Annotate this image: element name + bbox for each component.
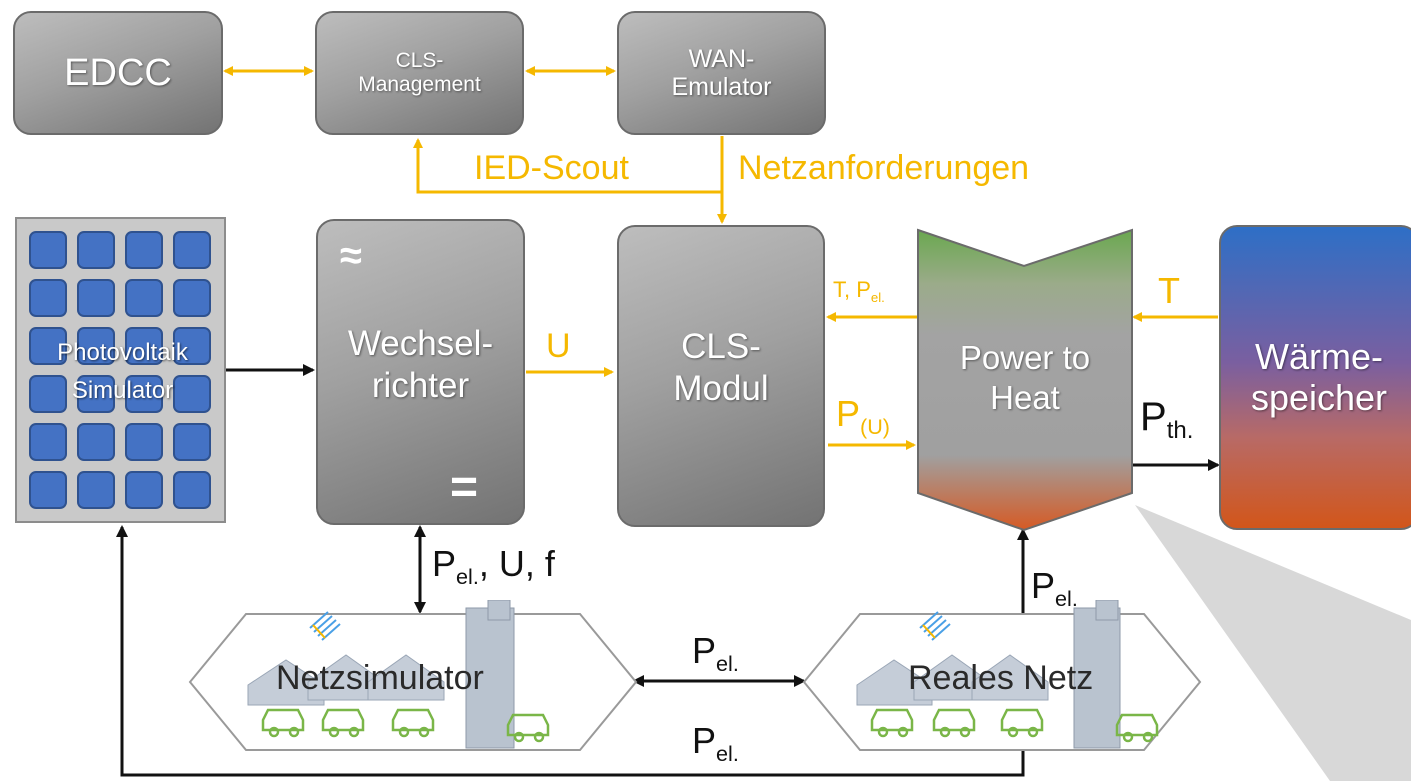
ws-line2: speicher [1250,376,1388,418]
p2h-line1: Power to [959,339,1091,376]
pv-cell [29,471,67,509]
pv-cell [77,231,115,269]
pv-cell [173,471,211,509]
solar-panel-icon [919,611,951,641]
ied-scout-label: IED-Scout [474,149,629,187]
pv-cell [29,231,67,269]
building-icon [1073,600,1121,749]
pel-right-sub: el. [1055,585,1078,611]
building-icon [465,600,515,749]
pel-sub: el. [456,563,479,589]
cls-modul-box [617,225,825,527]
cls-modul-text: CLS- Modul [617,326,825,410]
wechselrichter-text: Wechsel- richter [316,323,525,407]
t-pel-sub: el. [870,289,885,305]
wan-line2: Emulator [671,73,772,101]
ied-scout-link [413,138,722,194]
pel-mid-letter: P [692,630,717,671]
pel-mid-sub: el. [716,650,739,676]
cls-management-line2: Management [358,73,481,96]
wan-line1: WAN- [688,45,755,73]
pv-label-line2: Simulator [71,377,174,404]
pv-cell [173,375,211,413]
pv-cell [29,279,67,317]
pel-bottom-label: Pel. [692,720,739,766]
pel-right-letter: P [1031,565,1056,606]
pth-label: Pth. [1140,395,1193,444]
edcc-box: EDCC [13,11,223,135]
pv-cell [77,327,115,365]
wechselrichter-box [316,219,525,525]
dc-symbol: = [450,461,479,514]
pv-cell [77,375,115,413]
wechselrichter-line1: Wechsel- [347,324,494,363]
pel-bottom-letter: P [692,720,717,761]
reales-netz-icons [856,600,1159,749]
t-pel-prefix: T, P [833,277,871,302]
pv-cell [77,423,115,461]
pv-cell [29,375,67,413]
solar-panel-icon [309,611,341,641]
pv-cell [173,327,211,365]
pel-mid-label: Pel. [692,630,739,676]
reales-netz-label: Reales Netz [908,659,1094,697]
waermespeicher-box: Wärme- speicher [1219,225,1411,530]
netzsimulator-icons [247,600,550,749]
pv-label-line1: Photovoltaik [57,339,188,366]
pv-cell [77,279,115,317]
p-u-letter: P [836,393,861,434]
pv-cell [125,375,163,413]
pv-cell [173,279,211,317]
feedback-link [116,525,1025,777]
p-u-label: P(U) [836,393,890,439]
pv-cell [125,327,163,365]
netzanforderungen-label: Netzanforderungen [738,149,1030,187]
house-icon [856,654,1049,706]
ws-line1: Wärme- [1255,336,1383,378]
pv-cell [29,423,67,461]
t-pel-label: T, Pel. [833,277,885,305]
pel-u-f-label: Pel., U, f [432,543,555,589]
electric-car-icon [870,708,1159,743]
pv-cell [173,231,211,269]
wechselrichter-line2: richter [371,366,470,405]
wan-emulator-box: WAN- Emulator [617,11,826,135]
p-u-sub: (U) [860,413,890,439]
u-label: U [546,327,571,365]
pv-cell [125,279,163,317]
edcc-label: EDCC [64,51,172,94]
ac-symbol: ≈ [340,234,362,278]
netzsimulator-label: Netzsimulator [276,659,484,697]
pv-cell [77,471,115,509]
pv-cell [29,327,67,365]
cls-modul-line2: Modul [673,369,769,408]
t-label: T [1158,270,1180,311]
power-to-heat-text: Power to Heat [916,338,1134,417]
electric-car-icon [261,708,550,743]
cls-modul-line1: CLS- [681,327,761,366]
cls-management-box: CLS- Management [315,11,524,135]
pth-letter: P [1140,395,1167,439]
pv-cell [125,231,163,269]
pel-right-label: Pel. [1031,565,1078,611]
power-to-heat-shape [917,228,1133,532]
pel-u-f-suffix: , U, f [478,543,555,584]
pel-bottom-sub: el. [716,740,739,766]
pv-cell [125,423,163,461]
pv-cell [125,471,163,509]
pv-cell [173,423,211,461]
pth-sub: th. [1166,417,1194,445]
pel-letter: P [432,543,457,584]
p2h-line2: Heat [990,378,1060,416]
cls-management-line1: CLS- [395,49,444,73]
house-icon [247,654,445,706]
